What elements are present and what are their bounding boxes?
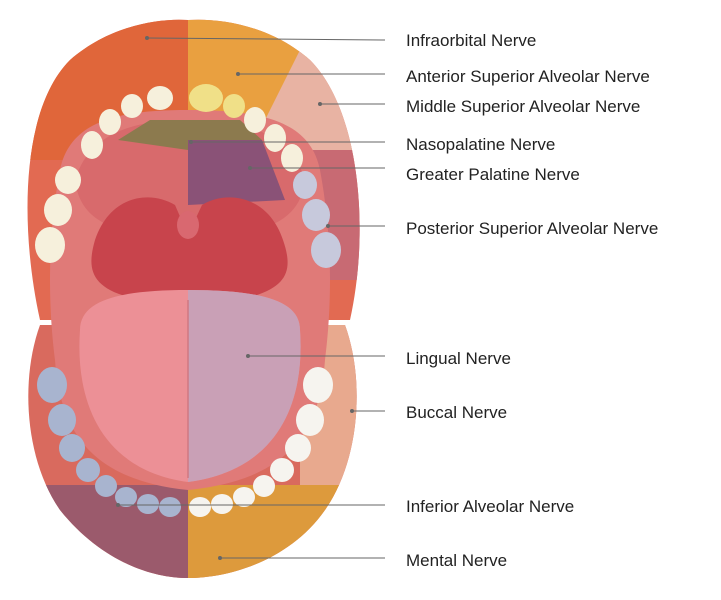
lower-teeth (37, 367, 333, 517)
label-lingual-nerve: Lingual Nerve (406, 349, 511, 368)
tongue (79, 290, 301, 482)
callout-middle-superior-alveolar: Middle Superior Alveolar Nerve (318, 97, 640, 116)
callout-anterior-superior-alveolar: Anterior Superior Alveolar Nerve (236, 67, 650, 86)
callout-buccal: Buccal Nerve (350, 403, 507, 422)
callout-posterior-superior-alveolar: Posterior Superior Alveolar Nerve (326, 219, 658, 238)
callout-lingual: Lingual Nerve (246, 349, 511, 368)
callout-mental: Mental Nerve (218, 551, 507, 570)
label-infraorbital-nerve: Infraorbital Nerve (406, 31, 536, 50)
greater-palatine-region (188, 140, 285, 205)
pharynx (91, 197, 288, 305)
label-anterior-superior-alveolar-nerve: Anterior Superior Alveolar Nerve (406, 67, 650, 86)
callout-greater-palatine: Greater Palatine Nerve (248, 165, 580, 184)
callout-inferior-alveolar: Inferior Alveolar Nerve (116, 497, 574, 516)
label-mental-nerve: Mental Nerve (406, 551, 507, 570)
lingual-region (188, 290, 301, 482)
label-greater-palatine-nerve: Greater Palatine Nerve (406, 165, 580, 184)
label-buccal-nerve: Buccal Nerve (406, 403, 507, 422)
upper-teeth (35, 84, 341, 268)
label-nasopalatine-nerve: Nasopalatine Nerve (406, 135, 555, 154)
callout-infraorbital: Infraorbital Nerve (145, 31, 536, 50)
callout-nasopalatine: Nasopalatine Nerve (189, 135, 555, 154)
label-posterior-superior-alveolar-nerve: Posterior Superior Alveolar Nerve (406, 219, 658, 238)
uvula (177, 211, 199, 239)
label-middle-superior-alveolar-nerve: Middle Superior Alveolar Nerve (406, 97, 640, 116)
label-inferior-alveolar-nerve: Inferior Alveolar Nerve (406, 497, 574, 516)
